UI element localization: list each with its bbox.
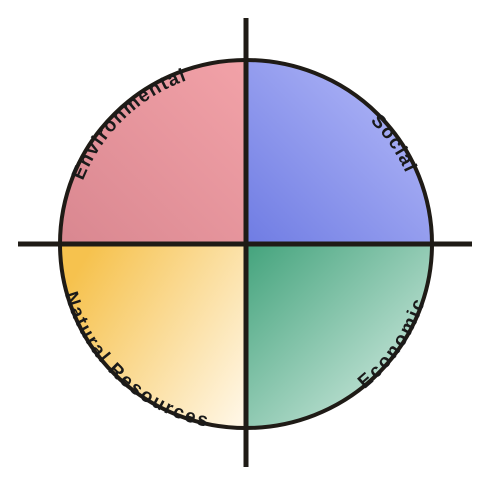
quadrant-natural-resources (60, 244, 246, 428)
quadrant-environmental (60, 60, 246, 244)
quadrant-economic (246, 244, 432, 428)
quadrant-social (246, 60, 432, 244)
